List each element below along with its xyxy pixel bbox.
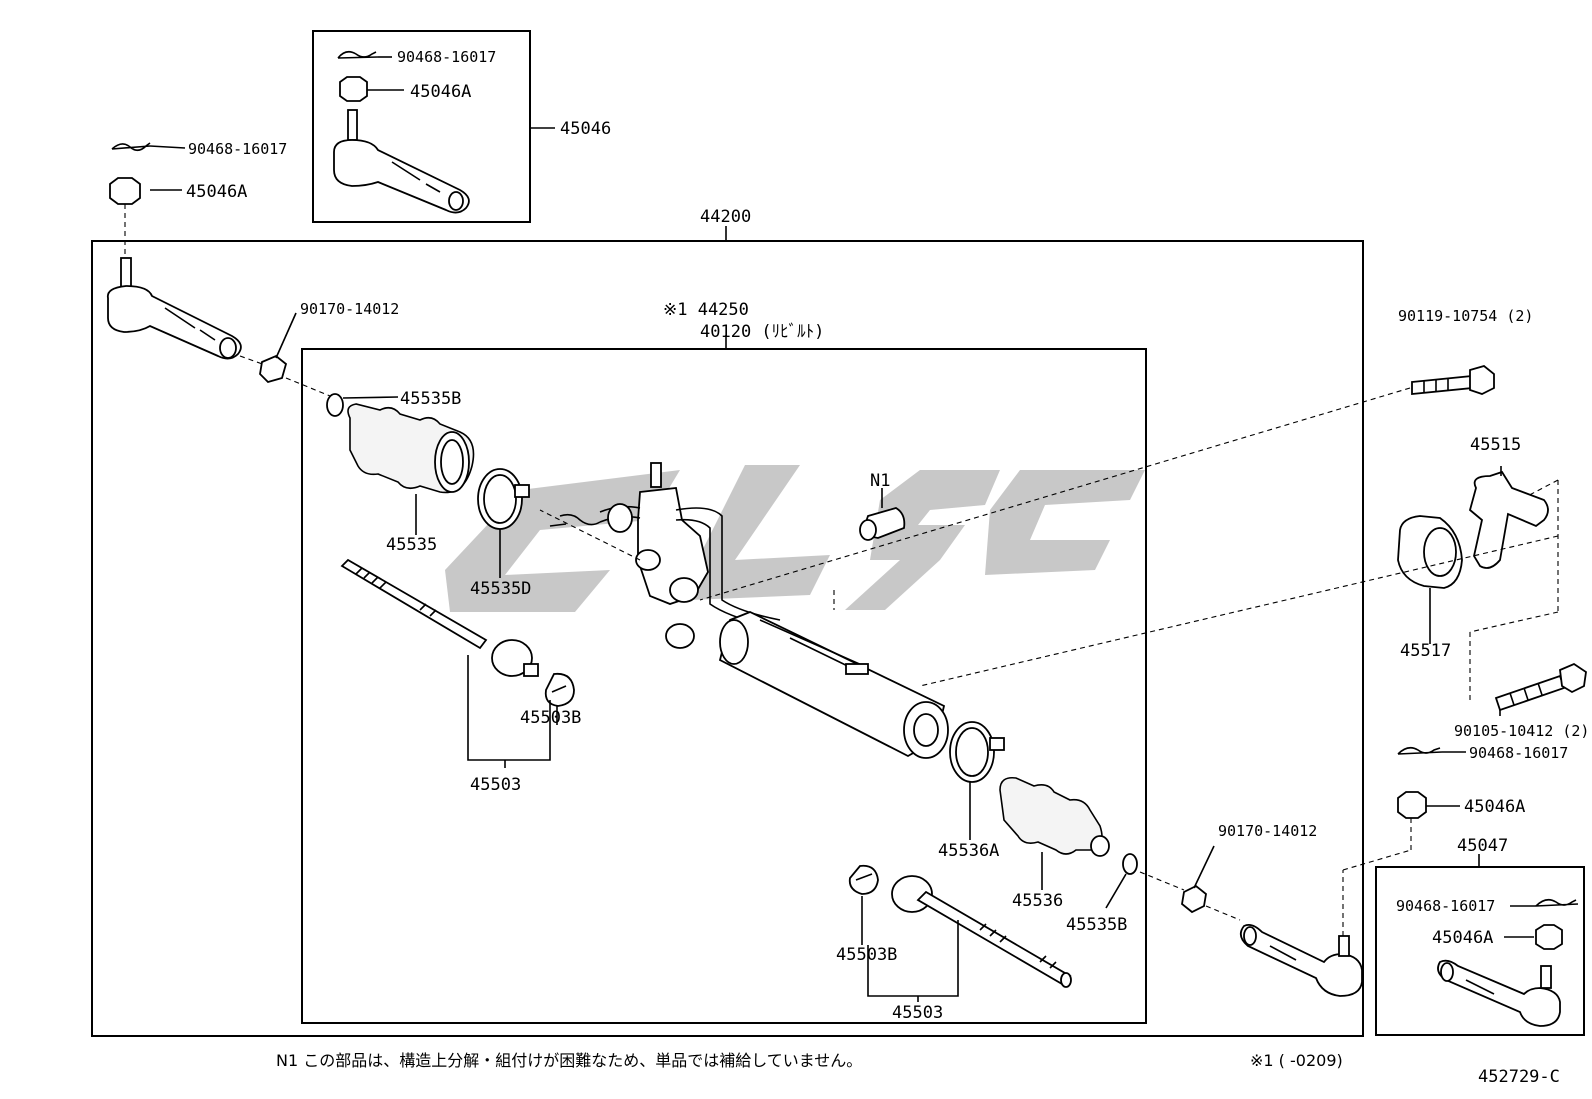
flange-bolt-head xyxy=(1469,365,1495,395)
bracket-45515 xyxy=(1468,470,1549,569)
label-45046a-right: 45046A xyxy=(1464,797,1525,817)
label-40120: 40120 (ﾘﾋﾞﾙﾄ) xyxy=(700,322,824,342)
label-45503b-left: 45503B xyxy=(520,708,581,728)
right-loose-parts xyxy=(1397,746,1466,819)
cotter-pin-icon xyxy=(1535,898,1579,907)
label-44250: ※1 44250 xyxy=(663,300,749,320)
assembly-box-44200 xyxy=(91,240,1364,1037)
clamp-icon xyxy=(1122,853,1138,875)
inset-45046-parts xyxy=(333,50,470,214)
label-45046: 45046 xyxy=(560,119,611,139)
label-90468-inset2: 90468-16017 xyxy=(1396,897,1495,915)
label-90468-right: 90468-16017 xyxy=(1469,744,1568,762)
castle-nut-icon xyxy=(1535,924,1563,950)
diagram-id: 452729-C xyxy=(1478,1067,1560,1087)
inset-45047-parts xyxy=(1437,898,1579,1027)
label-90119: 90119-10754 (2) xyxy=(1398,307,1533,325)
lock-nut-icon xyxy=(1181,884,1207,914)
label-45503-left: 45503 xyxy=(470,775,521,795)
inner-tie-rod-right xyxy=(848,864,1072,1002)
ball-stud-icon xyxy=(120,257,132,289)
inner-tie-rod-left xyxy=(340,558,575,768)
label-45535d: 45535D xyxy=(470,579,531,599)
label-45535b-right: 45535B xyxy=(1066,915,1127,935)
label-45536a: 45536A xyxy=(938,841,999,861)
inner-box-44250 xyxy=(301,348,1147,1024)
label-45515: 45515 xyxy=(1470,435,1521,455)
bolt-shank xyxy=(1494,674,1566,712)
label-45046a-box: 45046A xyxy=(410,82,471,102)
watermark-logo xyxy=(445,465,1145,612)
boot-assembly-right xyxy=(949,721,1185,909)
cotter-pin-icon xyxy=(1397,746,1443,755)
tie-rod-shaft xyxy=(340,558,488,650)
tie-rod-end-body xyxy=(1437,959,1561,1027)
tie-rod-end-body xyxy=(333,139,470,214)
label-90468-box: 90468-16017 xyxy=(397,48,496,66)
castle-nut-icon xyxy=(109,177,141,205)
tie-rod-end-body xyxy=(106,285,242,360)
cotter-pin-icon xyxy=(337,50,379,59)
lock-nut-icon xyxy=(259,354,288,384)
castle-nut-icon xyxy=(1397,791,1427,819)
footnote-s1: ※1 ( -0209) xyxy=(1250,1051,1343,1070)
cotter-pin-icon xyxy=(111,142,151,152)
label-45536: 45536 xyxy=(1012,891,1063,911)
alignment-dash xyxy=(539,509,641,561)
label-45047: 45047 xyxy=(1457,836,1508,856)
label-90105: 90105-10412 (2) xyxy=(1454,722,1589,740)
label-n1: N1 xyxy=(870,471,890,491)
ball-joint-housing xyxy=(491,639,533,677)
tie-rod-end-right xyxy=(1181,816,1412,997)
label-45046a-inset2: 45046A xyxy=(1432,928,1493,948)
tie-rod-end-left xyxy=(106,142,297,384)
label-90468-tl: 90468-16017 xyxy=(188,140,287,158)
ball-stud-icon xyxy=(347,109,358,141)
label-45046a-tl: 45046A xyxy=(186,182,247,202)
mount-bracket-parts xyxy=(699,365,1587,716)
tie-rod-end-body xyxy=(1239,923,1363,997)
label-45503b-right: 45503B xyxy=(836,945,897,965)
claw-washer-icon xyxy=(848,864,879,895)
inset-box-45047 xyxy=(1375,866,1585,1036)
claw-washer-icon xyxy=(544,672,575,707)
gear-housing xyxy=(549,462,949,759)
bolt-shank xyxy=(1411,375,1473,395)
clamp-icon xyxy=(326,393,344,417)
footnote-n1: N1 この部品は、構造上分解・組付けが困難なため、単品では補給していません。 xyxy=(276,1051,862,1070)
rack-boot xyxy=(999,776,1103,855)
inset-box-45046 xyxy=(312,30,531,223)
castle-nut-icon xyxy=(339,76,368,102)
ball-stud-icon xyxy=(1338,935,1350,957)
label-44200: 44200 xyxy=(700,207,751,227)
label-45535b-left: 45535B xyxy=(400,389,461,409)
label-45517: 45517 xyxy=(1400,641,1451,661)
label-45503-right: 45503 xyxy=(892,1003,943,1023)
label-90170-left: 90170-14012 xyxy=(300,300,399,318)
label-45535: 45535 xyxy=(386,535,437,555)
boot-assembly-left xyxy=(285,377,530,578)
ball-stud-icon xyxy=(1540,965,1552,989)
flange-bolt-head xyxy=(1559,662,1587,694)
label-90170-right: 90170-14012 xyxy=(1218,822,1317,840)
